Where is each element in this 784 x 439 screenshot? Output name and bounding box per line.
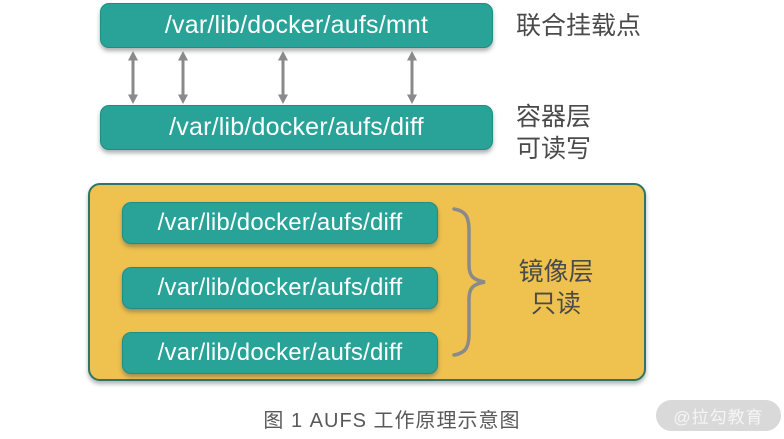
double-arrow-icon bbox=[275, 51, 291, 104]
image-layer-path: /var/lib/docker/aufs/diff bbox=[157, 339, 403, 366]
image-layer-box: /var/lib/docker/aufs/diff bbox=[122, 332, 438, 374]
container-layer-path: /var/lib/docker/aufs/diff bbox=[169, 113, 424, 141]
image-annotation-line2: 只读 bbox=[530, 290, 581, 318]
container-annotation-line1: 容器层 bbox=[516, 103, 592, 131]
curly-brace-icon bbox=[450, 206, 490, 363]
mount-point-path: /var/lib/docker/aufs/mnt bbox=[164, 11, 429, 39]
double-arrow-icon bbox=[125, 51, 141, 104]
image-layers-annotation: 镜像层 只读 bbox=[498, 256, 614, 320]
mount-point-annotation: 联合挂载点 bbox=[516, 12, 642, 40]
image-layer-box: /var/lib/docker/aufs/diff bbox=[122, 202, 438, 244]
image-layer-path: /var/lib/docker/aufs/diff bbox=[157, 209, 403, 236]
figure-caption: 图 1 AUFS 工作原理示意图 bbox=[263, 410, 521, 432]
image-layer-box: /var/lib/docker/aufs/diff bbox=[122, 267, 438, 309]
double-arrow-icon bbox=[175, 51, 191, 104]
image-layer-path: /var/lib/docker/aufs/diff bbox=[157, 274, 403, 301]
container-layer-annotation: 容器层 可读写 bbox=[516, 101, 591, 165]
container-annotation-line2: 可读写 bbox=[516, 135, 592, 163]
image-layers-group: /var/lib/docker/aufs/diff /var/lib/docke… bbox=[88, 183, 646, 381]
mount-point-box: /var/lib/docker/aufs/mnt bbox=[100, 3, 493, 48]
double-arrow-icon bbox=[404, 51, 420, 104]
watermark-badge: @拉勾教育 bbox=[656, 400, 781, 431]
image-annotation-line1: 镜像层 bbox=[518, 258, 594, 286]
container-layer-box: /var/lib/docker/aufs/diff bbox=[100, 105, 493, 150]
